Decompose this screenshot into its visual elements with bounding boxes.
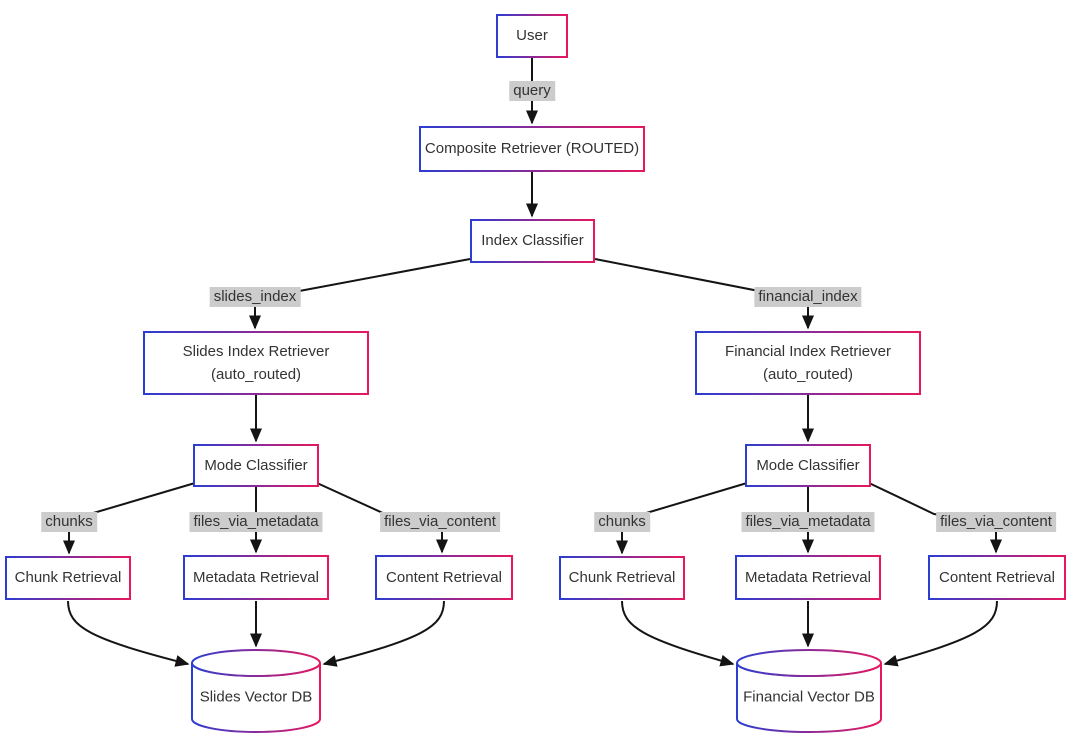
- node-index-classifier-label: Index Classifier: [481, 232, 584, 250]
- node-user-label: User: [516, 27, 548, 45]
- node-mode-classifier-right-label: Mode Classifier: [756, 456, 860, 474]
- node-metadata-retrieval-left: Metadata Retrieval: [183, 555, 329, 600]
- node-mode-classifier-left: Mode Classifier: [193, 444, 319, 487]
- cylinder-top-rim: [736, 649, 882, 677]
- edge-label-files-via-content-left: files_via_content: [380, 512, 500, 532]
- edge-label-files-via-metadata-left: files_via_metadata: [189, 512, 323, 532]
- node-financial-vector-db-label: Financial Vector DB: [743, 688, 875, 706]
- node-chunk-retrieval-right-label: Chunk Retrieval: [568, 569, 676, 587]
- cylinder-slides-vector-db: [191, 649, 321, 733]
- edge-label-files-via-metadata-right: files_via_metadata: [741, 512, 875, 532]
- node-chunk-retrieval-left: Chunk Retrieval: [5, 556, 131, 600]
- edge-content-right-to-financial-db: [883, 600, 998, 667]
- edge-chunk-right-to-financial-db: [621, 600, 735, 667]
- node-mode-classifier-right: Mode Classifier: [745, 444, 871, 487]
- node-composite-retriever-label: Composite Retriever (ROUTED): [424, 140, 640, 158]
- node-mode-classifier-left-label: Mode Classifier: [204, 456, 308, 474]
- node-content-retrieval-left-label: Content Retrieval: [386, 568, 502, 586]
- node-metadata-retrieval-left-label: Metadata Retrieval: [193, 568, 319, 586]
- edge-content-left-to-slides-db: [322, 600, 445, 667]
- edge-label-chunks-right: chunks: [594, 512, 650, 532]
- node-slides-vector-db-label: Slides Vector DB: [199, 688, 313, 706]
- node-financial-index-retriever-line1: Financial Index Retriever: [725, 342, 891, 360]
- node-metadata-retrieval-right: Metadata Retrieval: [735, 555, 881, 600]
- node-composite-retriever: Composite Retriever (ROUTED): [419, 126, 645, 172]
- node-content-retrieval-right: Content Retrieval: [928, 555, 1066, 600]
- node-index-classifier: Index Classifier: [470, 219, 595, 263]
- node-chunk-retrieval-left-label: Chunk Retrieval: [14, 569, 122, 587]
- node-user: User: [496, 14, 568, 58]
- edge-label-chunks-left: chunks: [41, 512, 97, 532]
- cylinder-financial-vector-db: [736, 649, 882, 733]
- edge-label-files-via-content-right: files_via_content: [936, 512, 1056, 532]
- node-metadata-retrieval-right-label: Metadata Retrieval: [745, 568, 871, 586]
- node-content-retrieval-left: Content Retrieval: [375, 555, 513, 600]
- node-chunk-retrieval-right: Chunk Retrieval: [559, 556, 685, 600]
- cylinder-top-rim: [191, 649, 321, 677]
- node-slides-index-retriever: Slides Index Retriever (auto_routed): [143, 331, 369, 395]
- node-slides-index-retriever-line1: Slides Index Retriever: [182, 342, 330, 360]
- edge-label-query: query: [509, 81, 555, 101]
- edge-label-financial-index: financial_index: [754, 287, 862, 307]
- node-content-retrieval-right-label: Content Retrieval: [939, 568, 1055, 586]
- node-financial-index-retriever: Financial Index Retriever (auto_routed): [695, 331, 921, 395]
- node-financial-index-retriever-line2: (auto_routed): [762, 366, 854, 383]
- edge-chunk-left-to-slides-db: [67, 600, 190, 667]
- node-slides-index-retriever-line2: (auto_routed): [210, 366, 302, 383]
- edge-label-slides-index: slides_index: [209, 287, 301, 307]
